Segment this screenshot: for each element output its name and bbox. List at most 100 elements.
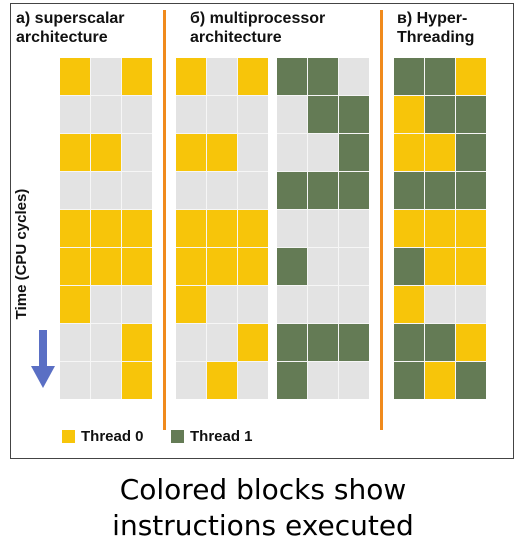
grid-multiprocessor-cpu0 [176, 58, 268, 399]
thread1-slot [339, 172, 369, 209]
thread0-slot [91, 210, 121, 247]
thread1-swatch [171, 430, 184, 443]
empty-slot [308, 286, 338, 323]
empty-slot [277, 286, 307, 323]
thread0-slot [207, 248, 237, 285]
empty-slot [238, 96, 268, 133]
empty-slot [425, 286, 455, 323]
thread0-slot [60, 286, 90, 323]
caption-line-2: instructions executed [112, 509, 414, 542]
thread1-slot [277, 172, 307, 209]
thread0-slot [238, 324, 268, 361]
empty-slot [308, 210, 338, 247]
grid-multiprocessor-cpu1 [277, 58, 369, 399]
legend-thread0: Thread 0 [62, 428, 144, 445]
caption-line-1: Colored blocks show [119, 473, 407, 506]
thread0-slot [425, 210, 455, 247]
empty-slot [339, 286, 369, 323]
empty-slot [339, 248, 369, 285]
thread1-slot [277, 324, 307, 361]
thread1-slot [308, 324, 338, 361]
empty-slot [91, 172, 121, 209]
empty-slot [91, 362, 121, 399]
thread1-slot [308, 172, 338, 209]
empty-slot [122, 172, 152, 209]
thread1-slot [425, 96, 455, 133]
empty-slot [91, 286, 121, 323]
thread0-slot [425, 362, 455, 399]
empty-slot [308, 134, 338, 171]
thread0-slot [238, 248, 268, 285]
thread0-slot [122, 210, 152, 247]
title-multiprocessor: б) multiprocessor architecture [190, 10, 326, 46]
thread0-slot [394, 286, 424, 323]
empty-slot [308, 362, 338, 399]
thread0-slot [456, 324, 486, 361]
thread0-slot [207, 362, 237, 399]
empty-slot [176, 324, 206, 361]
thread1-slot [308, 96, 338, 133]
thread1-slot [308, 58, 338, 95]
thread0-slot [60, 134, 90, 171]
empty-slot [238, 172, 268, 209]
thread0-slot [122, 362, 152, 399]
empty-slot [60, 172, 90, 209]
thread1-slot [394, 248, 424, 285]
empty-slot [238, 134, 268, 171]
title-hyperthreading: в) Hyper- Threading [397, 10, 475, 46]
time-arrow-icon [31, 330, 55, 388]
thread0-slot [176, 210, 206, 247]
thread0-slot [394, 210, 424, 247]
thread0-slot [176, 248, 206, 285]
legend-thread1: Thread 1 [171, 428, 253, 445]
thread0-slot [176, 286, 206, 323]
thread0-slot [91, 248, 121, 285]
thread1-slot [456, 362, 486, 399]
thread1-slot [394, 324, 424, 361]
empty-slot [277, 96, 307, 133]
thread0-slot [176, 58, 206, 95]
divider-2 [380, 10, 383, 430]
empty-slot [238, 362, 268, 399]
thread0-slot [456, 58, 486, 95]
title-superscalar: а) superscalar architecture [16, 10, 125, 46]
empty-slot [122, 96, 152, 133]
empty-slot [176, 96, 206, 133]
thread1-label: Thread 1 [190, 428, 253, 445]
empty-slot [339, 362, 369, 399]
thread0-slot [207, 134, 237, 171]
thread0-slot [91, 134, 121, 171]
thread0-slot [456, 248, 486, 285]
thread0-slot [176, 134, 206, 171]
thread1-slot [339, 96, 369, 133]
empty-slot [91, 96, 121, 133]
thread1-slot [456, 172, 486, 209]
thread1-slot [339, 324, 369, 361]
thread1-slot [277, 362, 307, 399]
thread1-slot [456, 96, 486, 133]
thread0-slot [238, 58, 268, 95]
thread0-slot [207, 210, 237, 247]
thread1-slot [425, 58, 455, 95]
empty-slot [277, 210, 307, 247]
empty-slot [176, 362, 206, 399]
empty-slot [91, 324, 121, 361]
empty-slot [207, 96, 237, 133]
empty-slot [91, 58, 121, 95]
thread0-slot [60, 248, 90, 285]
divider-1 [163, 10, 166, 430]
thread0-slot [60, 58, 90, 95]
empty-slot [207, 58, 237, 95]
thread0-slot [394, 134, 424, 171]
grid-superscalar [60, 58, 152, 399]
thread0-slot [122, 324, 152, 361]
empty-slot [176, 172, 206, 209]
thread0-swatch [62, 430, 75, 443]
empty-slot [207, 324, 237, 361]
thread1-slot [394, 58, 424, 95]
thread1-slot [394, 362, 424, 399]
thread0-slot [394, 96, 424, 133]
thread0-slot [425, 134, 455, 171]
empty-slot [207, 286, 237, 323]
empty-slot [308, 248, 338, 285]
